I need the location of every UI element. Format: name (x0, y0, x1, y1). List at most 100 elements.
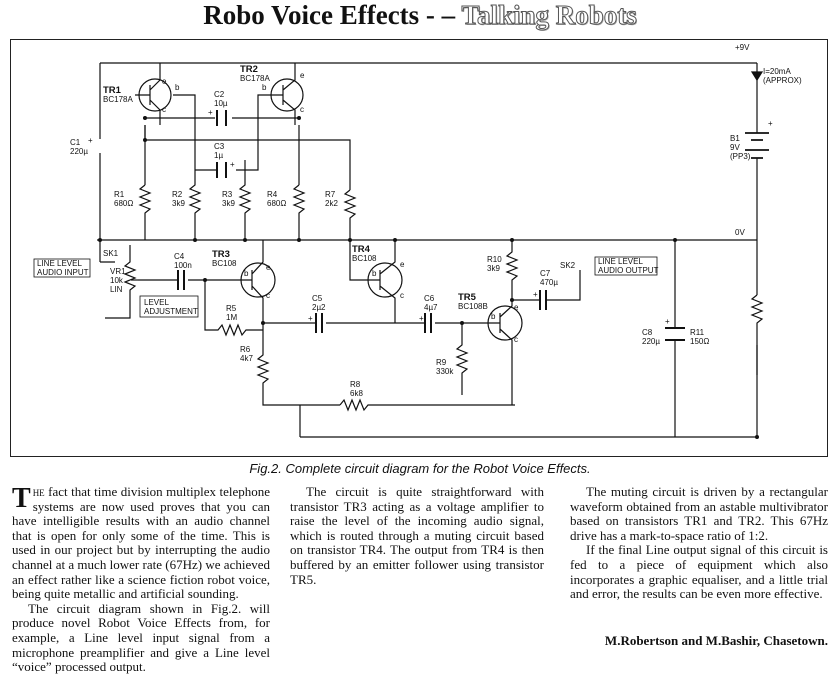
line-out-box (594, 256, 658, 276)
c7-label: C7 (540, 269, 551, 278)
vr1-value: 10k (110, 276, 124, 285)
tr4-pin-c: c (400, 291, 404, 300)
paragraph-3: The circuit is quite straightforward wit… (290, 484, 544, 587)
tr4-pin-b: b (372, 269, 377, 278)
line-in-text2: AUDIO INPUT (37, 268, 89, 277)
battery-plus: + (768, 119, 773, 128)
c2-value: 10µ (214, 99, 228, 108)
c8-plus: + (665, 317, 670, 326)
r2-value: 3k9 (172, 199, 185, 208)
r2-label: R2 (172, 190, 183, 199)
line-in-text1: LINE LEVEL (37, 259, 82, 268)
tr1-label: TR1 (103, 85, 122, 96)
drop-cap: T (12, 483, 31, 514)
title-main: Robo Voice Effects - – (203, 0, 462, 30)
r5-label: R5 (226, 304, 237, 313)
tr4-type: BC108 (352, 254, 377, 263)
r1-label: R1 (114, 190, 125, 199)
small-caps-start: he (32, 484, 45, 499)
r4-value: 680Ω (267, 199, 286, 208)
line-out-text1: LINE LEVEL (598, 257, 643, 266)
r9-label: R9 (436, 358, 447, 367)
c6-value: 4µ7 (424, 303, 438, 312)
vr1-label: VR1 (110, 267, 126, 276)
b1-value: 9V (730, 143, 740, 152)
c5-label: C5 (312, 294, 323, 303)
ground-label: 0V (735, 228, 745, 237)
c4-label: C4 (174, 252, 185, 261)
c6-plus: + (419, 314, 424, 323)
sk2-label: SK2 (560, 261, 576, 270)
tr5-pin-c: c (514, 335, 518, 344)
r7-label: R7 (325, 190, 336, 199)
tr4-pin-e: e (400, 260, 405, 269)
tr5-pin-b: b (491, 312, 496, 321)
tr2-pin-e: e (300, 71, 305, 80)
c7-plus: + (533, 290, 538, 299)
c1-plus: + (88, 136, 93, 145)
author-credit: M.Robertson and M.Bashir, Chasetown. (604, 633, 828, 648)
c2-plus: + (208, 108, 213, 117)
tr1-pin-c: c (162, 105, 166, 114)
tr2-pin-b: b (262, 83, 267, 92)
tr3-label: TR3 (212, 249, 230, 260)
paragraph-4: The muting circuit is driven by a rectan… (570, 484, 828, 543)
c5-value: 2µ2 (312, 303, 326, 312)
line-in-box (33, 258, 91, 278)
c8-label: C8 (642, 328, 653, 337)
tr3-type: BC108 (212, 259, 237, 268)
c3-plus: + (230, 160, 235, 169)
current-approx: (APPROX) (763, 76, 802, 85)
r9-value: 330k (436, 367, 454, 376)
r7-value: 2k2 (325, 199, 338, 208)
tr5-pin-e: e (514, 303, 519, 312)
article-column-2: The circuit is quite straightforward wit… (290, 484, 544, 587)
tr1-pin-b: b (175, 83, 180, 92)
circuit-diagram: +9V 0V I=20mA (APPROX) TR1 BC178A TR2 BC… (33, 43, 802, 439)
figure-caption: Fig.2. Complete circuit diagram for the … (249, 461, 591, 476)
r6-label: R6 (240, 345, 251, 354)
tr3-pin-c: c (266, 291, 270, 300)
r11-label: R11 (690, 328, 705, 337)
r5-value: 1M (226, 313, 237, 322)
tr2-type: BC178A (240, 74, 270, 83)
r3-label: R3 (222, 190, 233, 199)
b1-label: B1 (730, 134, 740, 143)
vr1-law: LIN (110, 285, 123, 294)
sk1-label: SK1 (103, 249, 119, 258)
r8-value: 6k8 (350, 389, 363, 398)
c7-value: 470µ (540, 278, 558, 287)
r10-label: R10 (487, 255, 502, 264)
tr5-label: TR5 (458, 292, 477, 303)
r10-value: 3k9 (487, 264, 500, 273)
c3-value: 1µ (214, 151, 223, 160)
tr5-type: BC108B (458, 302, 488, 311)
b1-type: (PP3) (730, 152, 751, 161)
c8-value: 220µ (642, 337, 660, 346)
title-outline: Talking Robots (461, 0, 637, 31)
tr3-pin-e: e (266, 263, 271, 272)
paragraph-2: The circuit diagram shown in Fig.2. will… (12, 600, 270, 675)
tr4-label: TR4 (352, 244, 371, 255)
r11-value: 150Ω (690, 337, 709, 346)
tr1-pin-e: e (162, 77, 167, 86)
supply-label: +9V (735, 43, 750, 52)
r3-value: 3k9 (222, 199, 235, 208)
current-label: I=20mA (763, 67, 791, 76)
paragraph-1-text: fact that time division multiplex teleph… (12, 484, 270, 602)
c1-label: C1 (70, 138, 81, 147)
r4-label: R4 (267, 190, 278, 199)
level-adj-box (139, 295, 199, 318)
tr1-type: BC178A (103, 95, 133, 104)
level-adj-text1: LEVEL (144, 298, 169, 307)
c6-label: C6 (424, 294, 435, 303)
c3-label: C3 (214, 142, 225, 151)
c1-value: 220µ (70, 147, 88, 156)
c4-value: 100n (174, 261, 192, 270)
c2-label: C2 (214, 90, 225, 99)
r6-value: 4k7 (240, 354, 253, 363)
paragraph-5: If the final Line output signal of this … (570, 542, 828, 602)
level-adj-text2: ADJUSTMENT (144, 307, 198, 316)
